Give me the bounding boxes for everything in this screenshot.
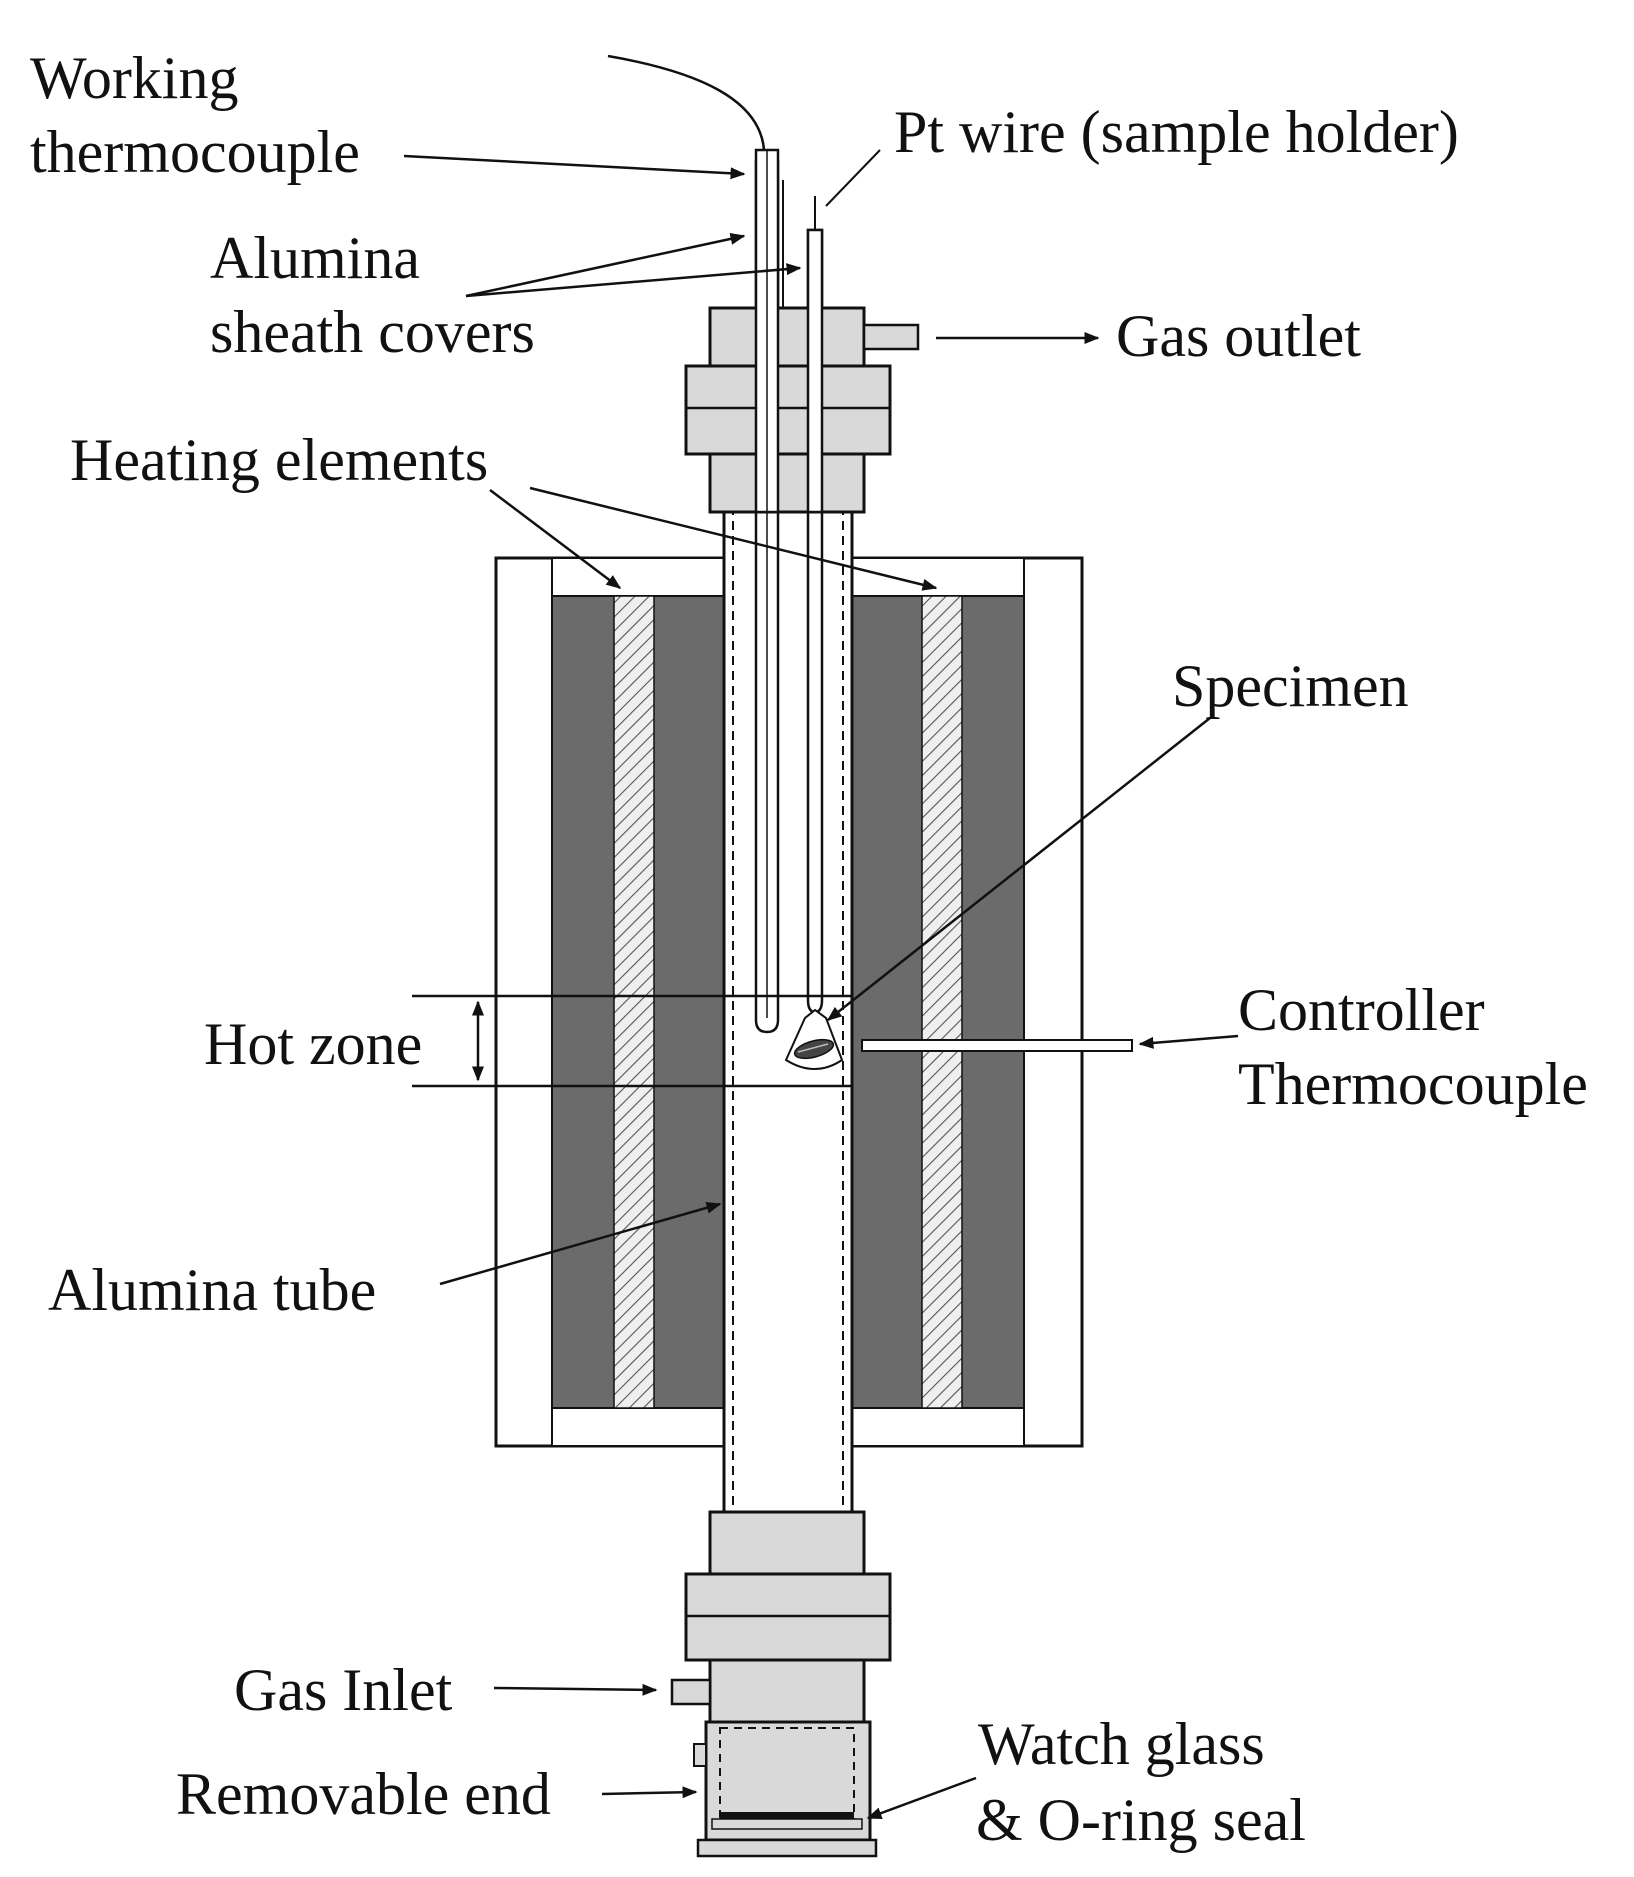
bottom-fitting xyxy=(670,1510,892,1724)
wires-over-fitting xyxy=(754,148,824,514)
label-watch-glass-2: & O-ring seal xyxy=(976,1787,1306,1853)
label-controller-2: Thermocouple xyxy=(1238,1051,1588,1117)
leader-lines xyxy=(403,149,1239,1820)
label-heating-elements: Heating elements xyxy=(70,427,488,493)
alumina-tube xyxy=(722,506,854,1512)
label-gas-inlet: Gas Inlet xyxy=(234,1657,453,1723)
label-alumina-tube: Alumina tube xyxy=(48,1257,376,1323)
label-alumina-sheath-1: Alumina xyxy=(210,225,420,291)
hot-zone-marker xyxy=(412,994,852,1088)
thermocouple-cable xyxy=(607,54,766,151)
specimen xyxy=(784,1008,844,1070)
label-pt-wire: Pt wire (sample holder) xyxy=(894,99,1459,165)
removable-end xyxy=(693,1720,878,1858)
label-controller-1: Controller xyxy=(1238,977,1485,1043)
label-working-thermocouple-2: thermocouple xyxy=(30,119,360,185)
label-alumina-sheath-2: sheath covers xyxy=(210,299,535,365)
controller-thermocouple-rod xyxy=(861,1039,1133,1052)
label-hot-zone: Hot zone xyxy=(204,1011,422,1077)
label-specimen: Specimen xyxy=(1172,653,1409,719)
label-removable-end: Removable end xyxy=(176,1761,551,1827)
label-working-thermocouple-1: Working xyxy=(30,45,238,111)
heating-element-right xyxy=(851,595,1025,1409)
label-gas-outlet: Gas outlet xyxy=(1116,303,1361,369)
top-fitting xyxy=(684,306,920,514)
label-watch-glass-1: Watch glass xyxy=(978,1711,1265,1777)
heating-element-left xyxy=(551,595,725,1409)
